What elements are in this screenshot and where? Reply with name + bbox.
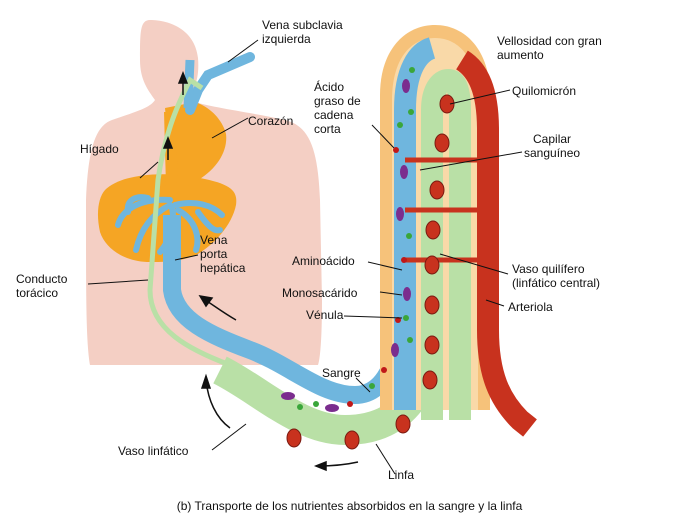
label-line: Ácido — [314, 80, 345, 94]
label-line: Vaso quilífero — [512, 262, 585, 276]
label-conducto-toracico: Conducto torácico — [16, 272, 67, 300]
lacteal — [421, 68, 471, 420]
label-higado: Hígado — [80, 142, 119, 156]
fatty-acids — [347, 147, 407, 407]
label-corazon: Corazón — [248, 114, 294, 128]
label-monosacarido: Monosacárido — [282, 286, 358, 300]
label-arteriola: Arteriola — [508, 300, 553, 314]
arteriole — [455, 50, 537, 437]
label-line: Vellosidad con gran — [497, 34, 602, 48]
thoracic-duct — [147, 76, 231, 368]
label-sangre: Sangre — [322, 366, 361, 380]
heart — [165, 102, 227, 190]
label-line: Capilar — [533, 132, 572, 146]
flow-arrows — [162, 70, 359, 472]
amino-acids — [297, 67, 415, 410]
label-vena-porta: Vena porta hepática — [200, 233, 245, 275]
subclavian-vein — [185, 52, 255, 115]
label-line: graso de — [314, 94, 361, 108]
label-vaso-linfatico: Vaso linfático — [118, 444, 189, 458]
label-line: torácico — [16, 286, 59, 300]
label-venula: Vénula — [306, 308, 344, 322]
figure-caption: (b) Transporte de los nutrientes absorbi… — [176, 499, 523, 513]
label-aminoacido: Aminoácido — [292, 254, 355, 268]
label-line: sanguíneo — [524, 146, 581, 160]
label-line: (linfático central) — [512, 276, 601, 290]
label-line: porta — [200, 247, 228, 261]
label-line: Vena — [200, 233, 228, 247]
label-vena-subclavia: Vena subclavia izquierda — [262, 18, 343, 46]
chylomicrons — [286, 94, 455, 450]
label-line: Conducto — [16, 272, 68, 286]
label-quilomicron: Quilomicrón — [512, 84, 577, 98]
label-acido-graso: Ácido graso de cadena corta — [314, 80, 361, 136]
label-line: izquierda — [262, 32, 311, 46]
label-line: cadena — [314, 108, 354, 122]
label-vaso-quilifero: Vaso quilífero (linfático central) — [512, 262, 600, 290]
label-line: corta — [314, 122, 341, 136]
label-vellosidad: Vellosidad con gran aumento — [497, 34, 602, 62]
label-capilar: Capilar sanguíneo — [524, 132, 580, 160]
label-line: hepática — [200, 261, 246, 275]
monosaccharides — [281, 79, 411, 412]
leader-lines — [87, 39, 523, 475]
label-line: Vena subclavia — [262, 18, 343, 32]
label-line: aumento — [497, 48, 544, 62]
label-linfa: Linfa — [388, 468, 415, 482]
